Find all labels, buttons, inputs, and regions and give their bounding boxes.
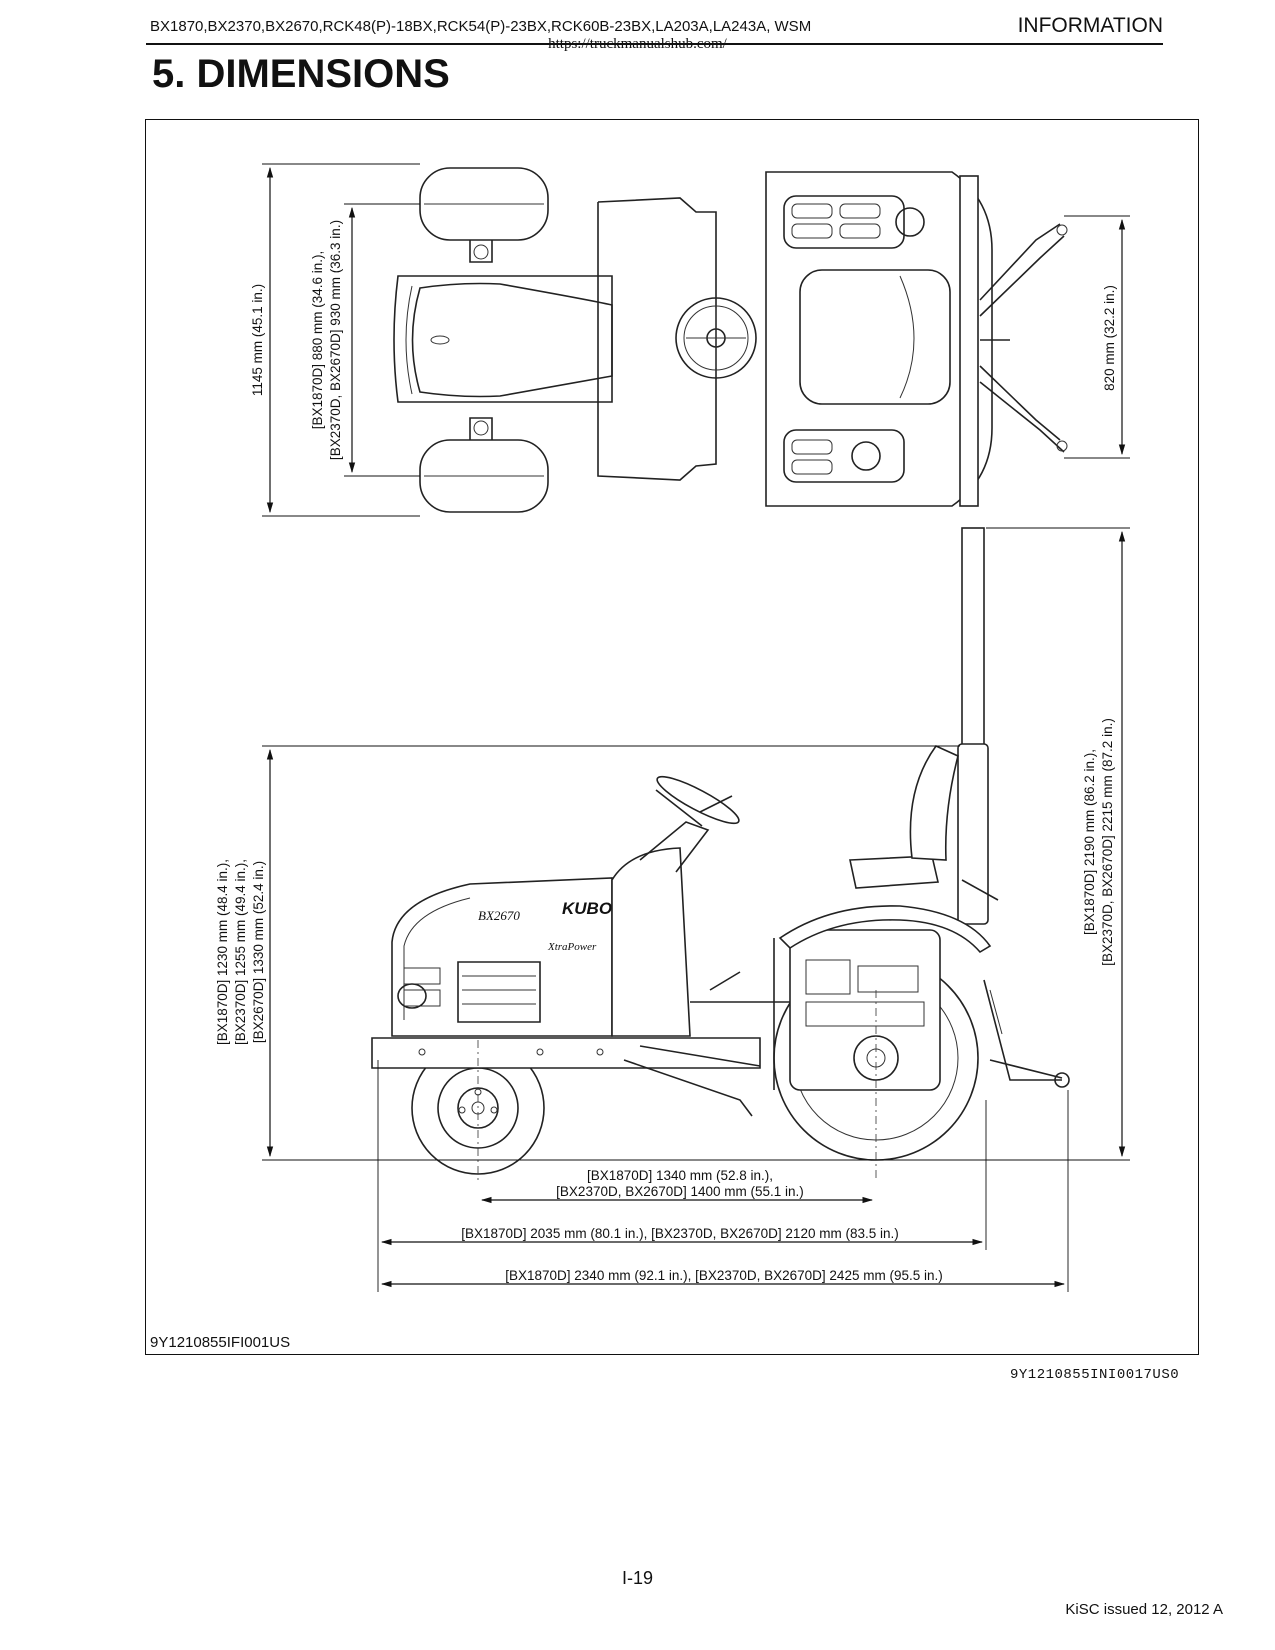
hood-top xyxy=(393,275,613,403)
figure-frame xyxy=(145,119,1199,1355)
header-section-name: INFORMATION xyxy=(1017,14,1163,37)
figure-reference-code: 9Y1210855IFI001US xyxy=(150,1334,291,1351)
steering-wheel-top xyxy=(675,297,757,379)
dim-front-tread-line1: [BX1870D] 880 mm (34.6 in.), xyxy=(310,251,325,430)
hood-badge-text: XtraPower xyxy=(547,941,597,953)
dim-rops-height-line1: [BX1870D] 2190 mm (86.2 in.), xyxy=(1082,749,1097,935)
dim-rear-tread: 820 mm (32.2 in.) xyxy=(1102,285,1117,391)
dim-wheelbase-line1: [BX1870D] 1340 mm (52.8 in.), xyxy=(587,1168,773,1183)
rops-post xyxy=(961,527,985,749)
page-number: I-19 xyxy=(621,1568,654,1588)
dim-steering-height-line2: [BX2370D] 1255 mm (49.4 in.), xyxy=(233,859,248,1045)
header-rule xyxy=(146,43,1163,45)
top-view-dimensions xyxy=(262,163,1130,517)
side-view-dimensions xyxy=(262,527,1130,1292)
side-view-tractor: KUBOTA BX2670 XtraPower xyxy=(371,527,1070,1180)
dim-overall-width: 1145 mm (45.1 in.) xyxy=(250,284,265,396)
header-model-list: BX1870,BX2370,BX2670,RCK48(P)-18BX,RCK54… xyxy=(150,18,812,35)
hood-model-text: BX2670 xyxy=(478,908,520,923)
rops-top xyxy=(959,175,979,507)
issue-note: KiSC issued 12, 2012 A xyxy=(1065,1601,1223,1618)
steering-wheel-side xyxy=(656,775,740,825)
dim-rops-height-line2: [BX2370D, BX2670D] 2215 mm (87.2 in.) xyxy=(1100,718,1115,966)
dim-steering-height-line1: [BX1870D] 1230 mm (48.4 in.), xyxy=(215,859,230,1045)
dim-steering-height-line3: [BX2670D] 1330 mm (52.4 in.) xyxy=(251,861,266,1043)
top-view-tractor xyxy=(393,167,1068,513)
dim-wheelbase-line2: [BX2370D, BX2670D] 1400 mm (55.1 in.) xyxy=(556,1184,804,1199)
section-title: 5. DIMENSIONS xyxy=(152,52,450,96)
dim-body-length: [BX1870D] 2035 mm (80.1 in.), [BX2370D, … xyxy=(461,1226,898,1241)
seat-side xyxy=(849,855,939,889)
dim-front-tread-line2: [BX2370D, BX2670D] 930 mm (36.3 in.) xyxy=(328,220,343,460)
seat-top xyxy=(799,269,951,405)
header-watermark-url[interactable]: https://truckmanualshub.com/ xyxy=(548,36,727,52)
dim-overall-length: [BX1870D] 2340 mm (92.1 in.), [BX2370D, … xyxy=(505,1268,942,1283)
hood-side xyxy=(391,877,613,1037)
document-reference-code: 9Y1210855INI0017US0 xyxy=(1010,1367,1180,1383)
